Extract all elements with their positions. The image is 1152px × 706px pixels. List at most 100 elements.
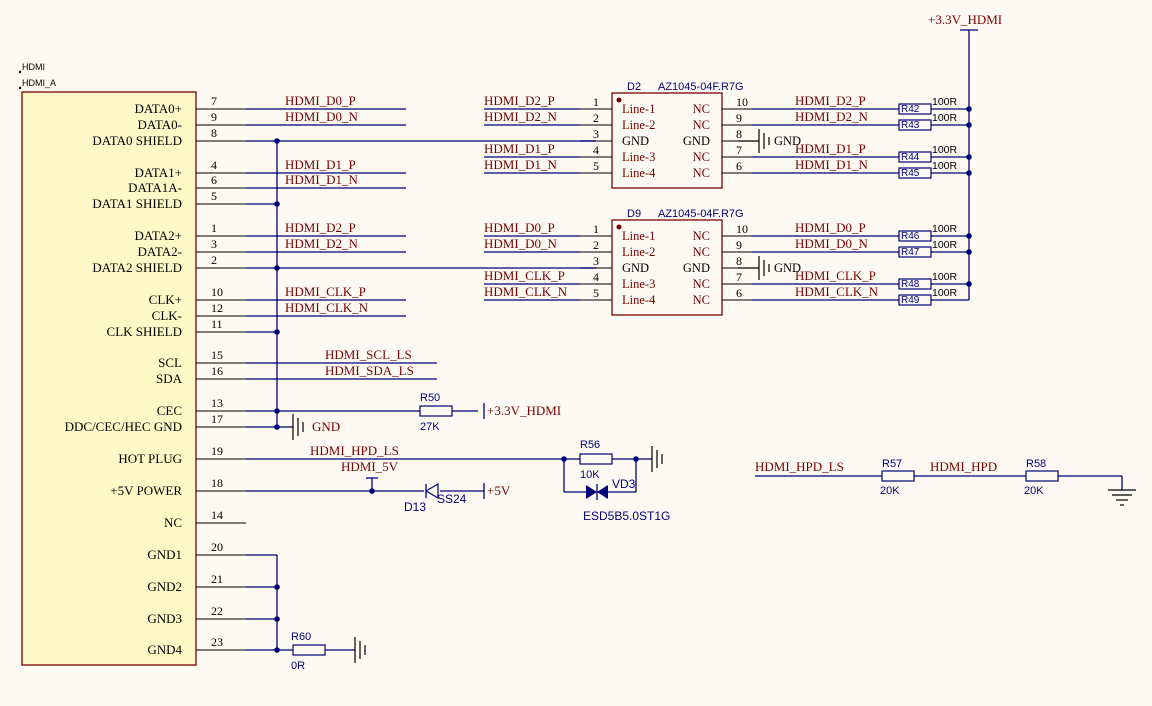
connector-pin-number: 16 bbox=[211, 364, 223, 378]
esd-right-net-label: HDMI_D2_N bbox=[795, 109, 869, 124]
r56-val: 10K bbox=[580, 469, 600, 481]
connector-footprint: HDMI_A bbox=[22, 78, 56, 88]
net-label: HDMI_D0_N bbox=[285, 109, 359, 124]
resistor-r57[interactable] bbox=[881, 470, 915, 482]
connector-pin-number: 22 bbox=[211, 604, 223, 618]
gnd-label-ddc: GND bbox=[312, 419, 340, 434]
esd-right-net-label: HDMI_D0_P bbox=[795, 220, 866, 235]
d13-part: SS24 bbox=[437, 492, 467, 506]
resistor-value: 100R bbox=[932, 144, 958, 156]
connector-pin-number: 11 bbox=[211, 317, 223, 331]
esd-left-pin-number: 5 bbox=[593, 159, 599, 173]
vd3-part: ESD5B5.0ST1G bbox=[583, 509, 670, 523]
hpd-net-label: HDMI_HPD_LS bbox=[310, 443, 399, 458]
esd-right-pin-number: 10 bbox=[736, 95, 748, 109]
gnd-symbol-r60 bbox=[354, 637, 366, 663]
esd-ic-d2-part: AZ1045-04F.R7G bbox=[658, 81, 744, 93]
hdmi-5v-net: HDMI_5V bbox=[341, 459, 399, 474]
r50-ref: R50 bbox=[420, 392, 440, 404]
resistor-ref: R48 bbox=[901, 279, 920, 290]
connector-pin-number: 1 bbox=[211, 221, 217, 235]
connector-pin-number: 10 bbox=[211, 285, 223, 299]
resistor-value: 100R bbox=[932, 223, 958, 235]
esd-right-net-label: HDMI_D2_P bbox=[795, 93, 866, 108]
esd-left-net-label: HDMI_CLK_P bbox=[484, 268, 565, 283]
esd-right-pin-number: 8 bbox=[736, 254, 742, 268]
esd-ic-d9-ref: D9 bbox=[627, 208, 641, 220]
esd-left-pin-name: Line-2 bbox=[622, 245, 655, 259]
connector-pin-number: 5 bbox=[211, 189, 217, 203]
resistor-value: 100R bbox=[932, 96, 958, 108]
tvs-vd3[interactable] bbox=[586, 484, 608, 500]
esd-left-net-label: HDMI_D2_P bbox=[484, 93, 555, 108]
connector-pin-name: GND2 bbox=[147, 579, 182, 594]
esd-left-pin-number: 1 bbox=[593, 222, 599, 236]
resistor-value: 100R bbox=[932, 160, 958, 172]
net-label: HDMI_D1_N bbox=[285, 172, 359, 187]
esd-right-pin-number: 9 bbox=[736, 111, 742, 125]
connector-pin-number: 20 bbox=[211, 540, 223, 554]
resistor-r56[interactable] bbox=[579, 453, 613, 465]
net-label: HDMI_D1_P bbox=[285, 157, 356, 172]
junction-dots bbox=[274, 106, 972, 653]
esd-right-pin-name: NC bbox=[693, 118, 710, 132]
esd-left-pin-number: 4 bbox=[593, 143, 599, 157]
d13-ref: D13 bbox=[404, 500, 426, 514]
esd-right-pin-number: 8 bbox=[736, 127, 742, 141]
hdmi-connector-body[interactable] bbox=[21, 91, 197, 666]
esd-left-net-label: HDMI_D2_N bbox=[484, 109, 558, 124]
connector-pin-number: 8 bbox=[211, 126, 217, 140]
esd-left-pin-number: 5 bbox=[593, 286, 599, 300]
resistor-value: 100R bbox=[932, 287, 958, 299]
diode-d13[interactable] bbox=[424, 482, 439, 500]
esd-left-pin-number: 3 bbox=[593, 254, 599, 268]
r56-ref: R56 bbox=[580, 439, 600, 451]
resistor-ref: R44 bbox=[901, 152, 920, 163]
wires bbox=[246, 29, 1123, 651]
connector-pin-name: DATA2+ bbox=[135, 228, 182, 243]
connector-pin-number: 19 bbox=[211, 444, 223, 458]
gnd-symbol-hpd bbox=[651, 446, 663, 472]
esd-left-pin-name: GND bbox=[622, 134, 649, 148]
esd-right-pin-name: NC bbox=[693, 277, 710, 291]
esd-right-pin-number: 7 bbox=[736, 270, 742, 284]
connector-pin-name: SCL bbox=[158, 355, 182, 370]
connector-pin-number: 6 bbox=[211, 173, 217, 187]
resistor-r60[interactable] bbox=[292, 644, 326, 656]
resistor-value: 100R bbox=[932, 271, 958, 283]
esd-right-pin-number: 9 bbox=[736, 238, 742, 252]
connector-pin-number: 3 bbox=[211, 237, 217, 251]
gnd-symbol-d9 bbox=[738, 256, 770, 280]
esd-right-net-label: HDMI_D1_N bbox=[795, 157, 869, 172]
esd-left-pin-name: GND bbox=[622, 261, 649, 275]
esd-right-pin-name: GND bbox=[683, 261, 710, 275]
hpd-ls-net: HDMI_HPD_LS bbox=[755, 459, 844, 474]
resistor-r58[interactable] bbox=[1025, 470, 1059, 482]
r60-val: 0R bbox=[291, 660, 305, 672]
esd-right-pin-name: NC bbox=[693, 229, 710, 243]
esd-left-net-label: HDMI_D1_P bbox=[484, 141, 555, 156]
net-label: HDMI_D0_P bbox=[285, 93, 356, 108]
r58-ref: R58 bbox=[1026, 458, 1046, 470]
connector-pin-number: 23 bbox=[211, 635, 223, 649]
connector-pin-number: 14 bbox=[211, 508, 223, 522]
resistor-value: 100R bbox=[932, 112, 958, 124]
net-label: HDMI_SCL_LS bbox=[325, 347, 412, 362]
esd-right-pin-number: 6 bbox=[736, 159, 742, 173]
esd-left-pin-name: Line-1 bbox=[622, 229, 655, 243]
esd-right-pin-name: NC bbox=[693, 102, 710, 116]
connector-pin-name: CEC bbox=[157, 403, 182, 418]
esd-right-net-label: HDMI_D1_P bbox=[795, 141, 866, 156]
cec-rail-label: +3.3V_HDMI bbox=[487, 403, 561, 418]
gnd-symbol-r58 bbox=[1108, 489, 1136, 506]
resistor-r50[interactable] bbox=[419, 405, 453, 417]
net-label: HDMI_SDA_LS bbox=[325, 363, 414, 378]
esd-left-pin-number: 4 bbox=[593, 270, 599, 284]
r57-val: 20K bbox=[880, 485, 900, 497]
rail-5v-label: +5V bbox=[487, 483, 511, 498]
r50-val: 27K bbox=[420, 421, 440, 433]
connector-pin-number: 12 bbox=[211, 301, 223, 315]
connector-pin-name: DATA2 SHIELD bbox=[92, 260, 182, 275]
hpd-net: HDMI_HPD bbox=[930, 459, 997, 474]
esd-left-pin-name: Line-4 bbox=[622, 166, 656, 180]
